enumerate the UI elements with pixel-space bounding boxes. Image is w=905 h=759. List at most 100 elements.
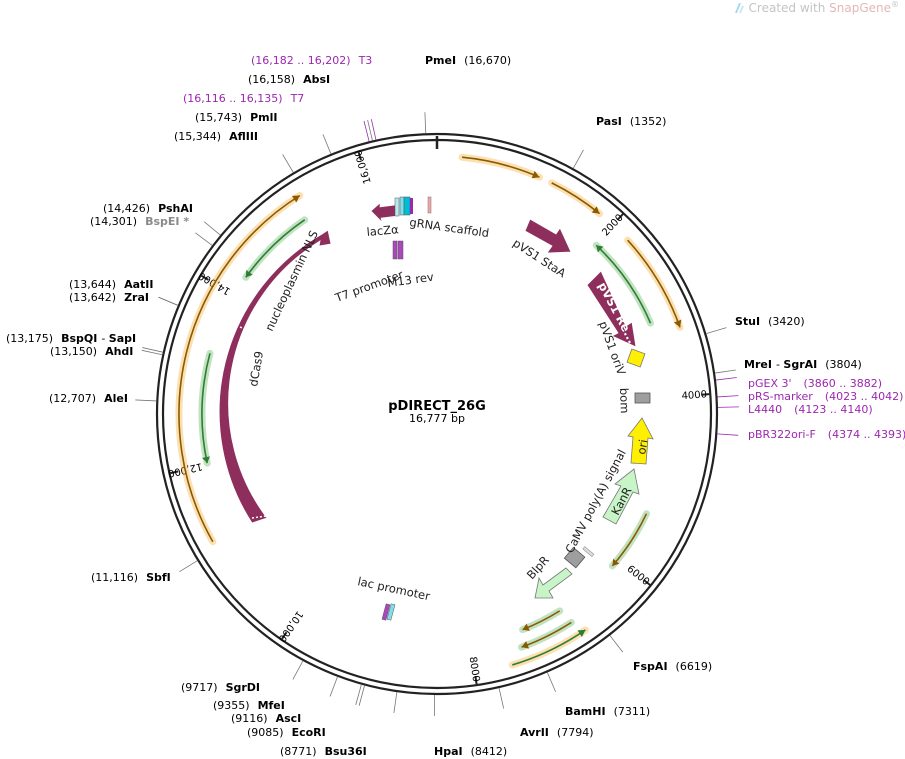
label-bom: bom <box>617 388 632 414</box>
enzyme-labels: PmeI(16,670) PasI(1352) StuI(3420) MreI-… <box>6 54 862 758</box>
enzyme-label-zrai[interactable]: (13,642)ZraI <box>69 291 149 304</box>
tick-label-3: 8000 <box>467 656 482 683</box>
orf-arrowhead-4 <box>612 558 620 566</box>
enzyme-site-line-18 <box>158 296 179 306</box>
enzyme-label-afliii[interactable]: (15,344)AflIII <box>174 130 258 143</box>
t7-promoter-box[interactable] <box>392 240 398 260</box>
enzyme-site-line-20 <box>203 221 221 236</box>
pvs1-staa-arrow[interactable] <box>524 218 572 254</box>
tick-mark-3 <box>474 676 478 685</box>
primer-label-t3[interactable]: (16,182 .. 16,202)T3 <box>251 54 372 67</box>
primer-label-prs-marker[interactable]: pRS-marker(4023 .. 4042) <box>748 390 903 403</box>
backbone-outer-ring <box>155 132 719 696</box>
enzyme-site-line-9 <box>358 685 365 706</box>
enzyme-label-absi[interactable]: (16,158)AbsI <box>248 73 330 86</box>
pvs1-oriv-box[interactable] <box>626 348 646 368</box>
enzyme-site-line-14 <box>135 399 157 402</box>
primer-site-line-5 <box>717 433 739 436</box>
enzyme-label-ahdi[interactable]: (13,150)AhdI <box>50 345 133 358</box>
gRNA-scaffold-box[interactable] <box>427 196 432 214</box>
lac-promoter-box-1[interactable] <box>381 603 391 621</box>
label-dcas9: dCas9 <box>246 350 266 388</box>
enzyme-label-fspai[interactable]: FspAI(6619) <box>633 660 712 673</box>
primer-site-line-1 <box>363 120 370 142</box>
enzyme-label-stui[interactable]: StuI(3420) <box>735 315 805 328</box>
enzyme-label-sbfi[interactable]: (11,116)SbfI <box>91 571 171 584</box>
enzyme-label-bsu36i[interactable]: (8771)Bsu36I <box>280 745 367 758</box>
enzyme-label-bspei[interactable]: (14,301)BspEI * <box>90 215 189 228</box>
enzyme-label-bspqi-sapi[interactable]: (13,175)BspQI- SapI <box>6 332 136 345</box>
enzyme-label-aatii[interactable]: (13,644)AatII <box>69 278 153 291</box>
tick-mark-2 <box>643 579 651 586</box>
enzyme-label-pshai[interactable]: (14,426)PshAI <box>103 202 193 215</box>
lac-promoter-box-2[interactable] <box>386 603 396 621</box>
orf-arrows <box>175 153 684 669</box>
primer-label-t7[interactable]: (16,116 .. 16,135)T7 <box>183 92 304 105</box>
orf-arrowhead-8 <box>291 195 300 203</box>
enzyme-site-line-2 <box>706 327 727 335</box>
ori-arrow[interactable] <box>627 417 654 465</box>
tick-mark-5 <box>170 470 179 475</box>
tick-mark-7 <box>357 152 362 161</box>
orf-line-9 <box>201 353 211 464</box>
tick-label-7: 16,000 <box>353 148 374 185</box>
camv-box[interactable] <box>563 546 586 569</box>
enzyme-label-avrii[interactable]: AvrII(7794) <box>520 726 593 739</box>
enzyme-site-line-0 <box>424 112 427 134</box>
enzyme-label-bamhi[interactable]: BamHI(7311) <box>565 705 650 718</box>
enzyme-label-hpai[interactable]: HpaI(8412) <box>434 745 507 758</box>
primer-site-box-2 <box>399 196 405 216</box>
primer-label-pbr322ori-f[interactable]: pBR322ori-F(4374 .. 4393) <box>748 428 905 441</box>
enzyme-site-line-5 <box>546 672 556 692</box>
dcas9-arrow[interactable] <box>218 229 332 524</box>
orf-line-3 <box>627 239 681 328</box>
enzyme-site-line-8 <box>393 692 398 713</box>
primer-labels: (16,182 .. 16,202)T3 (16,116 .. 16,135)T… <box>183 54 905 441</box>
primer-site-box-1 <box>394 197 400 217</box>
enzyme-site-line-11 <box>329 676 338 697</box>
blpr-arrow[interactable] <box>534 567 573 599</box>
enzyme-site-line-22 <box>322 134 332 154</box>
label-blpr: BlpR <box>524 553 552 582</box>
bom-box[interactable] <box>634 392 651 404</box>
orf-arrowhead-0 <box>531 170 540 179</box>
m13-rev-box[interactable] <box>397 240 404 260</box>
enzyme-site-line-4 <box>609 635 624 653</box>
lacza-arrow[interactable] <box>370 202 398 223</box>
enzyme-label-pmli[interactable]: (15,743)PmlI <box>195 111 277 124</box>
primer-site-box-3 <box>403 196 411 216</box>
label-lacza: lacZα <box>366 222 400 239</box>
enzyme-label-ecori[interactable]: (9085)EcoRI <box>247 726 326 739</box>
tick-mark-1 <box>701 393 710 396</box>
enzyme-label-pmei[interactable]: PmeI(16,670) <box>425 54 511 67</box>
tick-mark-6 <box>201 274 209 281</box>
plasmid-size: 16,777 bp <box>409 412 465 425</box>
enzyme-site-line-19 <box>195 232 213 246</box>
dcas9-nls-divider <box>239 326 255 334</box>
enzyme-label-sgrdi[interactable]: (9717)SgrDI <box>181 681 260 694</box>
primer-site-box-4 <box>410 198 413 214</box>
snapgene-watermark: Created with SnapGene® <box>733 0 899 15</box>
enzyme-site-line-12 <box>292 660 304 680</box>
snapgene-logo-icon <box>734 3 744 13</box>
enzyme-label-pasi[interactable]: PasI(1352) <box>596 115 666 128</box>
enzyme-site-line-3 <box>714 369 736 374</box>
orf-arrowhead-1 <box>591 206 600 214</box>
orf-arrowhead-5 <box>522 623 530 632</box>
primer-label-l4440[interactable]: L4440(4123 .. 4140) <box>748 403 873 416</box>
camv-marker <box>582 546 595 557</box>
pvs1-re-arrow[interactable] <box>586 270 637 348</box>
enzyme-label-alei[interactable]: (12,707)AleI <box>49 392 128 405</box>
orf-line-2 <box>595 244 652 324</box>
label-lac-promoter: lac promoter <box>356 574 431 603</box>
kanr-arrow[interactable] <box>602 468 640 525</box>
enzyme-label-mrei-sgrai[interactable]: MreI- SgrAI(3804) <box>744 358 862 371</box>
enzyme-site-line-6 <box>498 687 505 709</box>
tick-label-1: 4000 <box>681 389 707 402</box>
enzyme-label-mfei[interactable]: (9355)MfeI <box>213 699 285 712</box>
primer-site-line-2 <box>715 377 737 381</box>
tick-mark-0 <box>616 213 624 221</box>
enzyme-label-asci[interactable]: (9116)AscI <box>231 712 301 725</box>
primer-label-pgex3[interactable]: pGEX 3'(3860 .. 3882) <box>748 377 882 390</box>
